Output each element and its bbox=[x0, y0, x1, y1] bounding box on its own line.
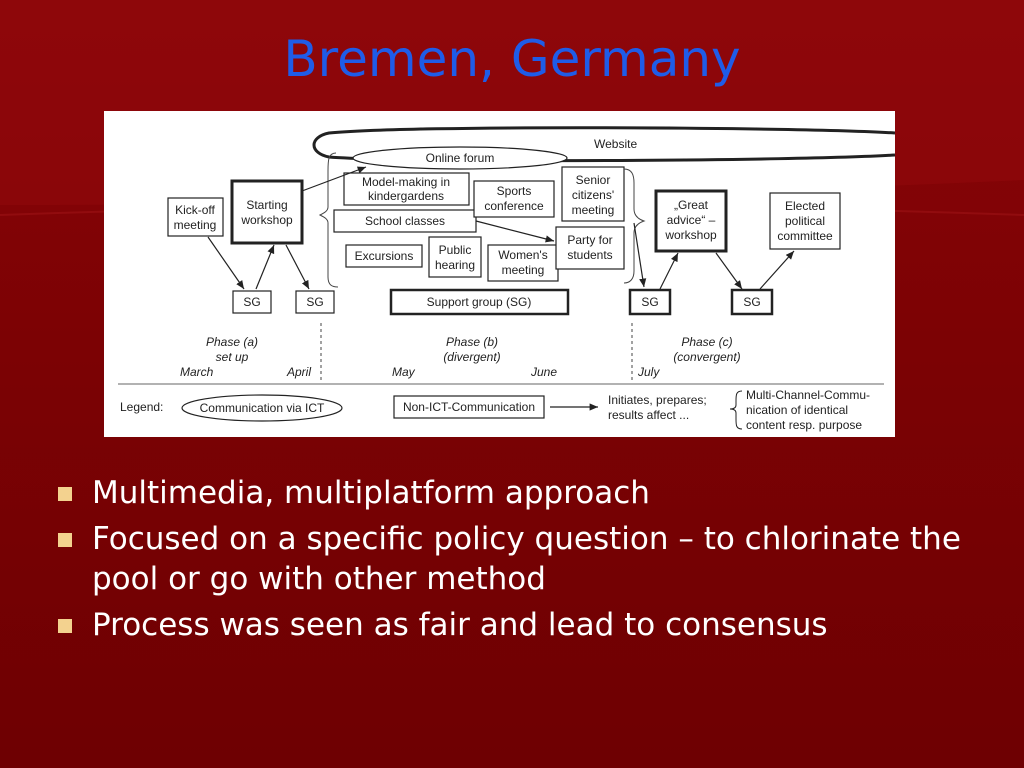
legend-arrow-line2: results affect ... bbox=[608, 408, 689, 422]
kickoff-line2: meeting bbox=[174, 218, 217, 232]
senior-citizens-box: Senior citizens' meeting bbox=[561, 166, 625, 222]
excursions-label: Excursions bbox=[355, 249, 414, 263]
starting-workshop-box: Starting workshop bbox=[230, 179, 304, 245]
bullet-item: Focused on a specific policy question – … bbox=[58, 519, 978, 599]
svg-text:SG: SG bbox=[243, 295, 260, 309]
support-group-label: Support group (SG) bbox=[427, 295, 532, 309]
svg-text:Website: Website bbox=[594, 137, 637, 151]
bullet-item: Multimedia, multiplatform approach bbox=[58, 473, 978, 513]
sg-box-4: SG bbox=[730, 288, 774, 316]
legend-label: Legend: bbox=[120, 400, 163, 414]
website-ellipse: Website bbox=[312, 126, 895, 163]
sports-conference-line2: conference bbox=[484, 199, 544, 213]
phase-b-brace-right bbox=[623, 168, 646, 284]
elected-committee-line3: committee bbox=[777, 229, 833, 243]
sg-box-2: SG bbox=[295, 290, 335, 314]
sg-box-3: SG bbox=[628, 288, 672, 316]
school-classes-box: School classes bbox=[333, 209, 477, 233]
bullet-item: Process was seen as fair and lead to con… bbox=[58, 605, 978, 645]
legend-brace-line3: content resp. purpose bbox=[746, 418, 862, 432]
legend-brace-line2: nication of identical bbox=[746, 403, 848, 417]
svg-text:SG: SG bbox=[641, 295, 658, 309]
legend-ict-label: Communication via ICT bbox=[200, 401, 325, 415]
support-group-box: Support group (SG) bbox=[389, 288, 570, 316]
month-june: June bbox=[530, 365, 557, 379]
kickoff-box: Kick-off meeting bbox=[167, 197, 224, 237]
womens-meeting-line1: Women's bbox=[498, 248, 547, 262]
phase-c-line1: Phase (c) bbox=[681, 335, 732, 349]
senior-citizens-line3: meeting bbox=[572, 203, 615, 217]
great-advice-line2: advice“ – bbox=[667, 213, 716, 227]
bullet-text: Process was seen as fair and lead to con… bbox=[92, 607, 828, 643]
bullet-text: Multimedia, multiplatform approach bbox=[92, 475, 650, 511]
online-forum-label: Online forum bbox=[426, 151, 495, 165]
website-label: Website bbox=[594, 137, 637, 151]
legend-brace-line1: Multi-Channel-Commu- bbox=[746, 388, 870, 402]
online-forum-ellipse: Online forum bbox=[352, 146, 568, 170]
phase-a-line1: Phase (a) bbox=[206, 335, 258, 349]
square-bullet-icon bbox=[58, 533, 72, 547]
legend-brace bbox=[729, 390, 743, 430]
great-advice-box: „Great advice“ – workshop bbox=[654, 189, 728, 253]
model-making-line1: Model-making in bbox=[362, 175, 450, 189]
sports-conference-box: Sports conference bbox=[473, 180, 555, 218]
month-july: July bbox=[637, 365, 660, 379]
legend: Legend: Communication via ICT Non-ICT-Co… bbox=[120, 388, 870, 432]
sg-box-1: SG bbox=[232, 290, 272, 314]
process-diagram: Website Online forum Kick-off meeting St… bbox=[104, 111, 895, 437]
legend-non-ict-label: Non-ICT-Communication bbox=[403, 400, 535, 414]
excursions-box: Excursions bbox=[345, 244, 423, 268]
public-hearing-box: Public hearing bbox=[428, 236, 482, 278]
month-april: April bbox=[286, 365, 311, 379]
phase-a-line2: set up bbox=[216, 350, 249, 364]
slide-title: Bremen, Germany bbox=[283, 30, 741, 88]
public-hearing-line1: Public bbox=[439, 243, 472, 257]
sports-conference-line1: Sports bbox=[497, 184, 532, 198]
square-bullet-icon bbox=[58, 487, 72, 501]
elected-committee-line2: political bbox=[785, 214, 825, 228]
model-making-line2: kindergardens bbox=[368, 189, 444, 203]
elected-committee-line1: Elected bbox=[785, 199, 825, 213]
phase-b-brace bbox=[318, 152, 339, 288]
elected-committee-box: Elected political committee bbox=[769, 192, 841, 250]
bullet-list: Multimedia, multiplatform approach Focus… bbox=[58, 473, 978, 651]
party-students-line1: Party for bbox=[567, 233, 612, 247]
starting-workshop-line1: Starting bbox=[246, 198, 287, 212]
svg-text:SG: SG bbox=[743, 295, 760, 309]
diagram-arrows bbox=[207, 166, 795, 290]
diagram-svg: Website Online forum Kick-off meeting St… bbox=[118, 126, 895, 432]
womens-meeting-box: Women's meeting bbox=[487, 244, 559, 282]
party-students-line2: students bbox=[567, 248, 612, 262]
square-bullet-icon bbox=[58, 619, 72, 633]
public-hearing-line2: hearing bbox=[435, 258, 475, 272]
party-students-box: Party for students bbox=[555, 226, 625, 270]
legend-arrow-line1: Initiates, prepares; bbox=[608, 393, 707, 407]
school-classes-label: School classes bbox=[365, 214, 445, 228]
legend-non-ict-box bbox=[393, 395, 545, 419]
great-advice-line3: workshop bbox=[664, 228, 717, 242]
womens-meeting-line2: meeting bbox=[502, 263, 545, 277]
legend-ict-ellipse bbox=[181, 394, 343, 422]
phase-b-line2: (divergent) bbox=[443, 350, 500, 364]
model-making-box: Model-making in kindergardens bbox=[343, 172, 470, 206]
bullet-text: Focused on a specific policy question – … bbox=[92, 521, 961, 597]
great-advice-line1: „Great bbox=[674, 198, 709, 212]
month-may: May bbox=[392, 365, 416, 379]
phase-b-line1: Phase (b) bbox=[446, 335, 498, 349]
month-march: March bbox=[180, 365, 214, 379]
phase-c-line2: (convergent) bbox=[673, 350, 740, 364]
senior-citizens-line1: Senior bbox=[576, 173, 611, 187]
senior-citizens-line2: citizens' bbox=[572, 188, 614, 202]
kickoff-line1: Kick-off bbox=[175, 203, 215, 217]
svg-text:SG: SG bbox=[306, 295, 323, 309]
starting-workshop-line2: workshop bbox=[240, 213, 293, 227]
